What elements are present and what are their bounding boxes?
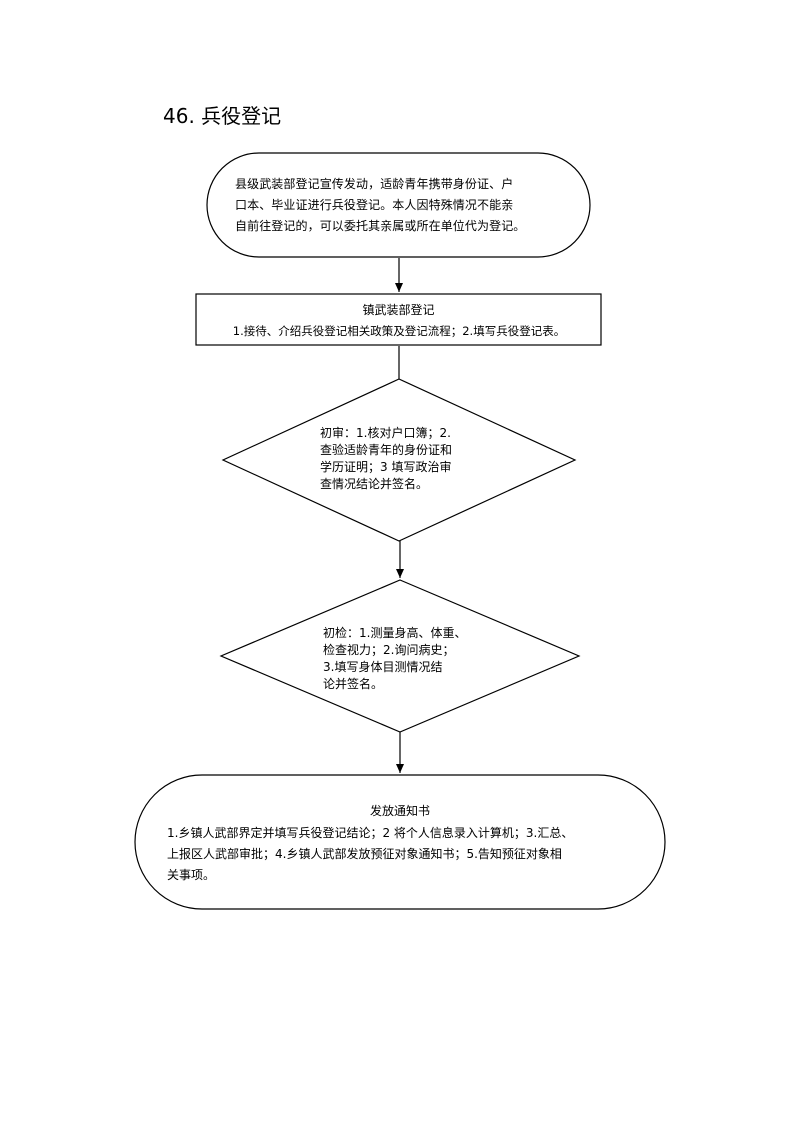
register-process-shape [195, 293, 602, 346]
review-step-text: 初审：1.核对户口簿；2. 查验适龄青年的身份证和 学历证明；3 填写政治审 查… [320, 426, 453, 491]
check-step-text: 初检：1.测量身高、体重、 检查视力；2.询问病史； 3.填写身体目测情况结 论… [323, 626, 467, 691]
start-terminator-shape [206, 152, 591, 258]
register-step-text: 1.接待、介绍兵役登记相关政策及登记流程；2.填写兵役登记表。 [232, 324, 566, 338]
notice-step-heading: 发放通知书 [369, 804, 430, 818]
register-step-heading: 镇武装部登记 [362, 303, 435, 317]
start-step-text: 县级武装部登记宣传发动，适龄青年携带身份证、户 口本、毕业证进行兵役登记。本人因… [235, 177, 526, 233]
notice-terminator-shape [134, 774, 666, 910]
review-decision-shape [221, 378, 577, 542]
notice-step-text: 1.乡镇人武部界定并填写兵役登记结论；2 将个人信息录入计算机；3.汇总、 上报… [167, 826, 574, 882]
page-title: 46. 兵役登记 [163, 104, 282, 128]
